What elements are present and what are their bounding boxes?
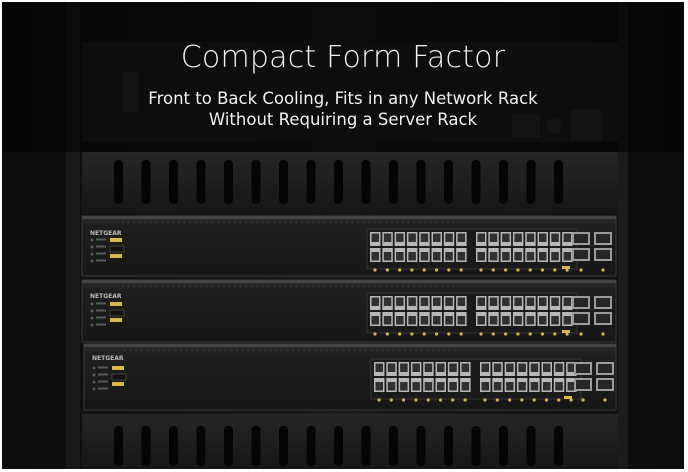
banner-subtitle-line-1: Front to Back Cooling, Fits in any Netwo… <box>148 89 538 108</box>
vented-panel-bottom <box>82 414 618 469</box>
feature-banner: Compact Form Factor Front to Back Coolin… <box>2 2 684 152</box>
vent-slots-top <box>114 160 563 204</box>
banner-subtitle: Front to Back Cooling, Fits in any Netwo… <box>2 88 684 130</box>
switch-unit-1 <box>81 215 617 277</box>
vented-panel-top <box>82 152 618 214</box>
switch-1-brand-label: NETGEAR <box>90 230 122 237</box>
banner-subtitle-line-2: Without Requiring a Server Rack <box>208 110 478 129</box>
switch-3-brand-label: NETGEAR <box>92 355 124 362</box>
vent-slots-bottom <box>114 426 563 466</box>
switch-unit-3 <box>83 343 617 411</box>
switch-unit-2 <box>81 279 617 343</box>
switch-2-brand-label: NETGEAR <box>90 293 122 300</box>
banner-title: Compact Form Factor <box>180 40 506 75</box>
